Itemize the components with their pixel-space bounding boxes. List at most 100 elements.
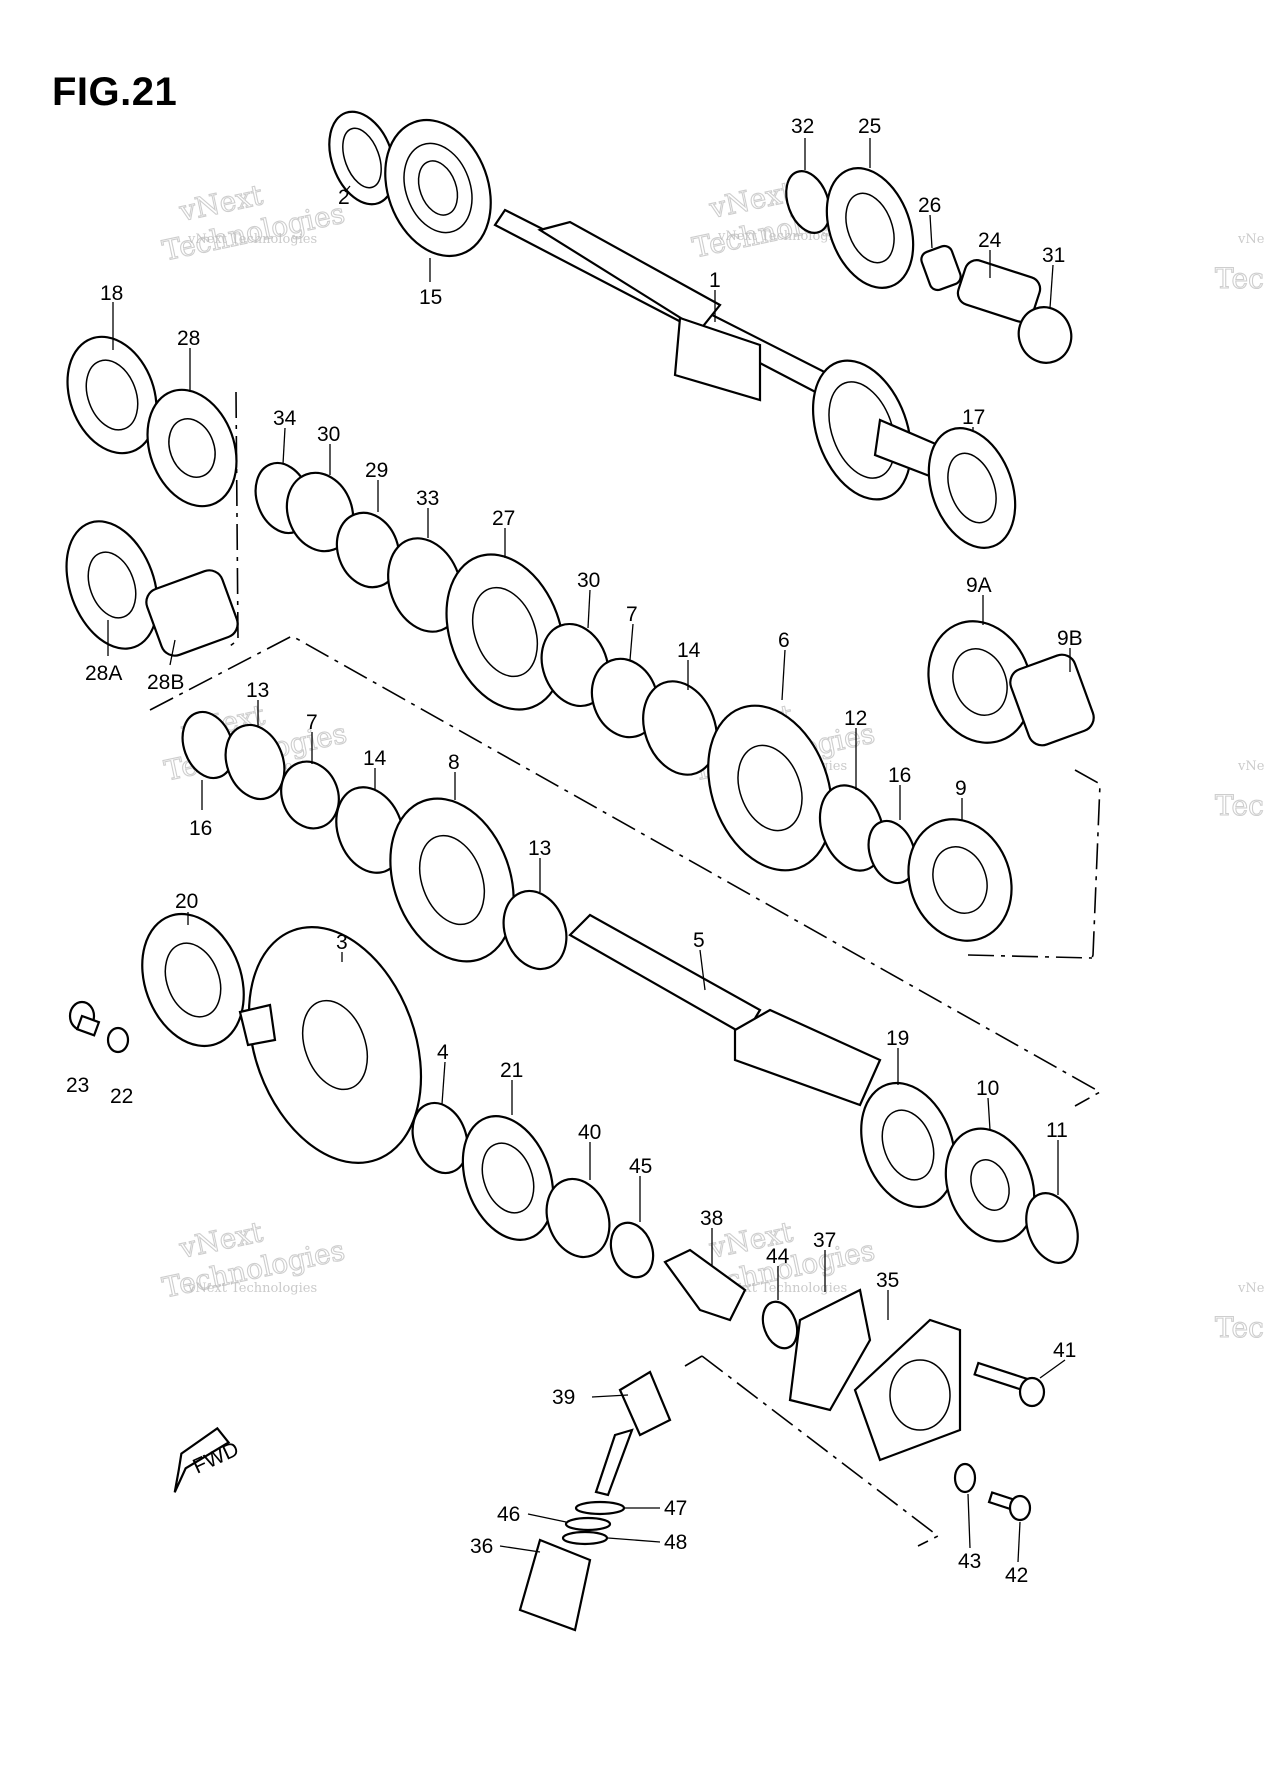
callout-label: 42 bbox=[1005, 1564, 1028, 1587]
part-gear-25 bbox=[825, 167, 915, 289]
callout-label: 30 bbox=[317, 423, 340, 446]
callout-label: 25 bbox=[858, 115, 881, 138]
callout-label: 2 bbox=[338, 186, 350, 209]
part-bearing-19 bbox=[860, 1081, 956, 1209]
callout-label: 28A bbox=[85, 662, 122, 685]
watermark-edge: vNe bbox=[1237, 1281, 1265, 1296]
guide-line-right bbox=[1074, 769, 1101, 959]
part-hub-9A bbox=[927, 620, 1033, 744]
guide-line-lower-2 bbox=[684, 1355, 703, 1367]
callout-label: 18 bbox=[100, 282, 123, 305]
watermark-text: vNext Technologies bbox=[717, 229, 847, 244]
callout-label: 22 bbox=[110, 1085, 133, 1108]
callout-label: 16 bbox=[189, 817, 212, 840]
callout-label: 37 bbox=[813, 1229, 836, 1252]
part-collar-24 bbox=[956, 259, 1042, 323]
part-bearing-17 bbox=[927, 427, 1017, 549]
callout-label: 14 bbox=[363, 747, 387, 770]
callout-label: 1 bbox=[709, 269, 721, 292]
part-needle-bearing-14b bbox=[335, 786, 405, 874]
part-hub-28 bbox=[146, 388, 238, 508]
callout-label: 23 bbox=[66, 1074, 89, 1097]
leader-lines bbox=[107, 138, 1071, 1563]
callout-label: 45 bbox=[629, 1155, 652, 1178]
part-bushing-26 bbox=[920, 244, 962, 292]
part-needle-bearing-14a bbox=[642, 680, 718, 776]
callout-label: 47 bbox=[664, 1497, 687, 1520]
part-circlip-32 bbox=[785, 170, 831, 234]
callout-label: 26 bbox=[918, 194, 941, 217]
callout-label: 16 bbox=[888, 764, 911, 787]
part-bushing-29 bbox=[335, 511, 401, 589]
callout-label: 4 bbox=[437, 1041, 449, 1064]
callout-label: 13 bbox=[246, 679, 269, 702]
part-ring-44 bbox=[761, 1300, 799, 1350]
callout-label: 48 bbox=[664, 1531, 687, 1554]
callout-label: 17 bbox=[962, 406, 985, 429]
callout-label: 6 bbox=[778, 629, 790, 652]
part-hub-9 bbox=[907, 818, 1013, 942]
parts-group: FWD bbox=[65, 110, 1095, 1632]
callout-label: 40 bbox=[578, 1121, 601, 1144]
watermark-edge: vNe bbox=[1237, 232, 1265, 247]
guide-line-mid bbox=[149, 635, 1102, 1107]
callout-label: 44 bbox=[766, 1245, 790, 1268]
assembly-guide-lines bbox=[149, 391, 1102, 1547]
part-shaft-5 bbox=[568, 913, 882, 1107]
callout-label: 28B bbox=[147, 671, 184, 694]
part-sleeve-28B bbox=[145, 569, 239, 657]
part-bolt-41 bbox=[973, 1361, 1046, 1408]
callout-label: 34 bbox=[273, 407, 297, 430]
part-bushing-40 bbox=[545, 1177, 611, 1259]
part-washer-13b bbox=[502, 889, 568, 971]
part-drive-38 bbox=[663, 1248, 747, 1322]
watermark-edge-big: Tec bbox=[1215, 262, 1264, 295]
callout-label: 8 bbox=[448, 751, 460, 774]
part-bushing-36 bbox=[518, 1538, 592, 1632]
callout-label: 36 bbox=[470, 1535, 493, 1558]
callout-label: 43 bbox=[958, 1550, 981, 1573]
part-bushing-7b bbox=[280, 760, 340, 830]
guide-line-left bbox=[229, 391, 239, 647]
callout-label: 38 bbox=[700, 1207, 723, 1230]
part-gasket-37 bbox=[788, 1288, 872, 1412]
callout-label: 20 bbox=[175, 890, 198, 913]
callout-label: 3 bbox=[336, 931, 348, 954]
callout-label: 46 bbox=[497, 1503, 520, 1526]
part-washer-13a bbox=[224, 723, 286, 801]
part-circlip-16a bbox=[867, 819, 917, 885]
part-washer-45 bbox=[609, 1221, 655, 1279]
callout-label: 28 bbox=[177, 327, 200, 350]
watermark-text: vNext Technologies bbox=[187, 232, 317, 247]
part-washer-48 bbox=[561, 1530, 609, 1546]
part-bearing-21 bbox=[461, 1115, 555, 1241]
watermark-edge: vNe bbox=[1237, 759, 1265, 774]
part-screw-42 bbox=[987, 1491, 1032, 1522]
callout-label: 10 bbox=[976, 1077, 999, 1100]
callout-label: 24 bbox=[978, 229, 1002, 252]
part-circlip-11 bbox=[1025, 1192, 1079, 1264]
part-gear-6 bbox=[707, 704, 833, 872]
callout-label: 32 bbox=[791, 115, 814, 138]
part-shaft-39 bbox=[594, 1428, 634, 1497]
part-bushing-4 bbox=[411, 1101, 469, 1175]
callout-label: 12 bbox=[844, 707, 867, 730]
part-hub-28A bbox=[65, 520, 159, 650]
part-washer-22 bbox=[106, 1026, 130, 1054]
callout-label: 7 bbox=[306, 711, 318, 734]
callout-label: 7 bbox=[626, 603, 638, 626]
watermark-edge-big: Tec bbox=[1215, 789, 1264, 822]
callout-label: 30 bbox=[577, 569, 600, 592]
part-washer-46 bbox=[564, 1516, 612, 1532]
part-washer-47 bbox=[574, 1500, 626, 1516]
part-bolt-23 bbox=[68, 1000, 101, 1037]
callout-label: 35 bbox=[876, 1269, 899, 1292]
callout-label: 9B bbox=[1057, 627, 1083, 650]
callout-label: 29 bbox=[365, 459, 388, 482]
callout-label: 31 bbox=[1042, 244, 1065, 267]
part-housing-35 bbox=[853, 1318, 962, 1462]
part-gear-3 bbox=[238, 926, 423, 1164]
part-washer-30a bbox=[285, 471, 355, 553]
part-sprocket-10 bbox=[944, 1127, 1036, 1243]
watermark-edge-big: Tec bbox=[1215, 1311, 1264, 1344]
